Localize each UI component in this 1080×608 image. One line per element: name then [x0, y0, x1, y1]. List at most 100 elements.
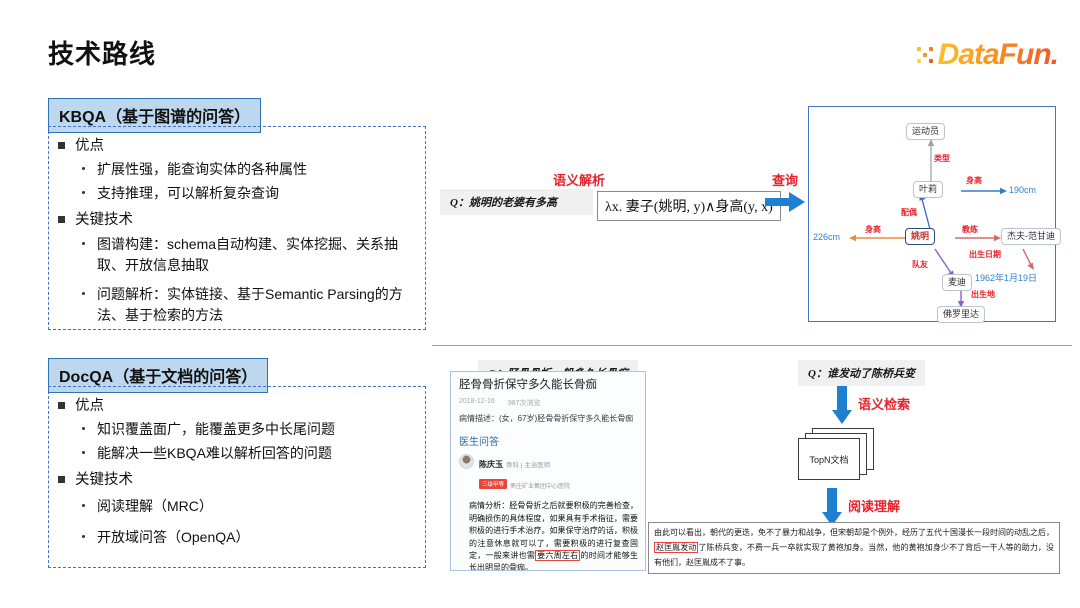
sub-item-label: 阅读理解（MRC）	[97, 497, 213, 514]
semantic-parsing-label: 语义解析	[553, 173, 606, 188]
list-item: 支持推理，可以解析复杂查询	[75, 183, 415, 204]
dot-bullet-icon	[82, 427, 85, 431]
group-title: 关键技术	[75, 472, 133, 489]
dot-bullet-icon	[82, 241, 85, 245]
kg-node-yaoming: 姚明	[905, 228, 936, 245]
sub-item-label: 扩展性强，能查询实体的各种属性	[97, 161, 307, 178]
dot-bullet-icon	[82, 291, 85, 295]
answer-passage: 由此可以看出，朝代的更迭，免不了暴力和战争，但宋朝却是个例外，经历了五代十国漫长…	[648, 522, 1060, 575]
doc-description: 病情描述：(女，67岁)胫骨骨折保守多久能长骨痂	[459, 413, 634, 423]
semantic-retrieval-label: 语义检索	[858, 397, 911, 412]
answer-part-2: 的时间才能够生长出明显的骨痂。	[469, 550, 639, 571]
kg-edge-type: 类型	[934, 154, 950, 163]
passage-part-1: 由此可以看出，朝代的更迭，免不了暴力和战争，但宋朝却是个例外，经历了五代十国漫长…	[654, 528, 1054, 537]
status-badge: 三级甲等	[479, 479, 508, 490]
query-label: 查询	[772, 173, 799, 188]
list-item: 优点 知识覆盖面广，能覆盖更多中长尾问题 能解决一些KBQA难以解析回答的问题	[55, 395, 415, 464]
group-title: 关键技术	[75, 212, 133, 229]
list-item: 能解决一些KBQA难以解析回答的问题	[75, 443, 415, 464]
dot-bullet-icon	[82, 191, 85, 195]
sub-item-label: 知识覆盖面广，能覆盖更多中长尾问题	[97, 421, 335, 438]
kg-node-athlete: 运动员	[906, 123, 946, 140]
kbqa-sub-list-1: 图谱构建：schema自动构建、实体挖掘、关系抽取、开放信息抽取 问题解析：实体…	[75, 234, 415, 326]
sub-item-label: 支持推理，可以解析复杂查询	[97, 185, 279, 202]
doctor-hospital-row: 三级甲等枣庄矿业集团中心医院	[479, 475, 570, 493]
kg-edge-teammate: 队友	[912, 260, 928, 269]
kbqa-question-box: Q：姚明的老婆有多高	[440, 189, 593, 215]
arrow-down-icon-1	[832, 386, 852, 424]
docqa-list: 优点 知识覆盖面广，能覆盖更多中长尾问题 能解决一些KBQA难以解析回答的问题 …	[55, 395, 415, 548]
logical-form-box: λx. 妻子(姚明, y)∧身高(y, x)	[597, 191, 781, 221]
square-bullet-icon	[58, 216, 65, 224]
doctor-info: 陈庆玉骨科 | 主治医师 三级甲等枣庄矿业集团中心医院	[459, 454, 638, 493]
kg-value-yeli-height: 190cm	[1009, 185, 1037, 195]
logo-dots-icon	[916, 47, 933, 63]
group-title: 优点	[75, 398, 104, 414]
doc-date: 2018-12-16	[459, 397, 495, 405]
arrow-down-icon-2	[822, 488, 842, 526]
doctor-name: 陈庆玉	[479, 460, 503, 470]
kg-edge-birthdate: 出生日期	[969, 250, 1001, 259]
doc-meta: 2018-12-16 987次浏览	[459, 398, 638, 408]
list-item: 优点 扩展性强，能查询实体的各种属性 支持推理，可以解析复杂查询	[55, 135, 415, 204]
topn-docs-stack: TopN文档	[798, 428, 876, 480]
kbqa-list: 优点 扩展性强，能查询实体的各种属性 支持推理，可以解析复杂查询 关键技术 图谱…	[55, 135, 415, 326]
answer-part-1: 病情分析：胫骨骨折之后就要积极的完善检查，明确损伤的具体程度，如果具有手术指征，…	[469, 501, 638, 560]
docqa-sub-list-1: 阅读理解（MRC） 开放域问答（OpenQA）	[75, 496, 415, 548]
sub-item-label: 图谱构建：schema自动构建、实体挖掘、关系抽取、开放信息抽取	[97, 235, 399, 273]
doc-views: 987次浏览	[507, 399, 541, 407]
square-bullet-icon	[58, 402, 65, 409]
dot-bullet-icon	[82, 534, 85, 538]
medical-doc-card: 胫骨骨折保守多久能长骨痂 2018-12-16 987次浏览 病情描述：(女，6…	[450, 371, 646, 571]
passage-part-2: 了陈桥兵变，不费一兵一卒就实现了黄袍加身。当然，他的黄袍加身少不了背后一干人等的…	[654, 542, 1055, 567]
dot-bullet-icon	[82, 503, 85, 507]
doc-section-title: 医生问答	[459, 437, 499, 449]
datafun-logo: DataFun.	[916, 38, 1059, 72]
docqa-section-body: 优点 知识覆盖面广，能覆盖更多中长尾问题 能解决一些KBQA难以解析回答的问题 …	[48, 386, 426, 568]
doc-answer: 病情分析：胫骨骨折之后就要积极的完善检查，明确损伤的具体程度，如果具有手术指征，…	[469, 500, 639, 571]
kg-node-coach: 杰夫-范甘迪	[1001, 228, 1061, 245]
kg-node-florida: 佛罗里达	[937, 306, 986, 323]
list-item: 开放域问答（OpenQA）	[75, 527, 415, 548]
kbqa-sub-list-0: 扩展性强，能查询实体的各种属性 支持推理，可以解析复杂查询	[75, 159, 415, 204]
openqa-question-box: Q：谁发动了陈桥兵变	[798, 360, 925, 386]
kg-edge-height-yao: 身高	[865, 225, 881, 234]
list-item: 阅读理解（MRC）	[75, 496, 415, 517]
avatar	[459, 454, 474, 470]
sub-item-label: 开放域问答（OpenQA）	[97, 528, 250, 545]
logo-wordmark: DataFun.	[937, 38, 1059, 71]
square-bullet-icon	[58, 476, 65, 484]
kg-node-mcgrady: 麦迪	[942, 274, 973, 291]
logical-form-text: λx. 妻子(姚明, y)∧身高(y, x)	[605, 200, 773, 215]
kg-edge-spouse: 配偶	[901, 208, 917, 217]
sub-item-label: 问题解析：实体链接、基于Semantic Parsing的方法、基于检索的方法	[97, 285, 403, 323]
kg-node-yeli: 叶莉	[913, 181, 944, 198]
group-title: 优点	[75, 138, 104, 154]
list-item: 关键技术 阅读理解（MRC） 开放域问答（OpenQA）	[55, 469, 415, 547]
square-bullet-icon	[58, 142, 65, 149]
dot-bullet-icon	[82, 451, 85, 455]
topn-docs-label: TopN文档	[809, 454, 849, 465]
docqa-sub-list-0: 知识覆盖面广，能覆盖更多中长尾问题 能解决一些KBQA难以解析回答的问题	[75, 419, 415, 464]
docqa-section-header: DocQA（基于文档的问答）	[48, 358, 269, 393]
answer-highlight: 要六周左右	[535, 549, 581, 561]
kg-value-birthdate: 1962年1月19日	[975, 273, 1038, 283]
doctor-text: 陈庆玉骨科 | 主治医师 三级甲等枣庄矿业集团中心医院	[479, 454, 570, 493]
list-item: 关键技术 图谱构建：schema自动构建、实体挖掘、关系抽取、开放信息抽取 问题…	[55, 209, 415, 325]
section-divider	[432, 345, 1072, 346]
kbqa-section-body: 优点 扩展性强，能查询实体的各种属性 支持推理，可以解析复杂查询 关键技术 图谱…	[48, 126, 426, 330]
list-item: 问题解析：实体链接、基于Semantic Parsing的方法、基于检索的方法	[75, 284, 415, 326]
kg-edge-birthplace: 出生地	[971, 290, 995, 299]
arrow-right-icon-2	[765, 192, 805, 212]
kg-edge-height-yeli: 身高	[966, 176, 982, 185]
list-item: 图谱构建：schema自动构建、实体挖掘、关系抽取、开放信息抽取	[75, 234, 415, 276]
doctor-name-row: 陈庆玉骨科 | 主治医师	[479, 454, 570, 472]
list-item: 知识覆盖面广，能覆盖更多中长尾问题	[75, 419, 415, 440]
doc-sheet-front: TopN文档	[798, 438, 860, 480]
dot-bullet-icon	[82, 167, 85, 171]
hospital-name: 枣庄矿业集团中心医院	[510, 484, 571, 491]
doctor-dept: 骨科 | 主治医师	[506, 462, 551, 470]
kbqa-section-header: KBQA（基于图谱的问答）	[48, 98, 262, 133]
reading-comprehension-label: 阅读理解	[848, 499, 901, 514]
doc-title: 胫骨骨折保守多久能长骨痂	[459, 379, 597, 391]
